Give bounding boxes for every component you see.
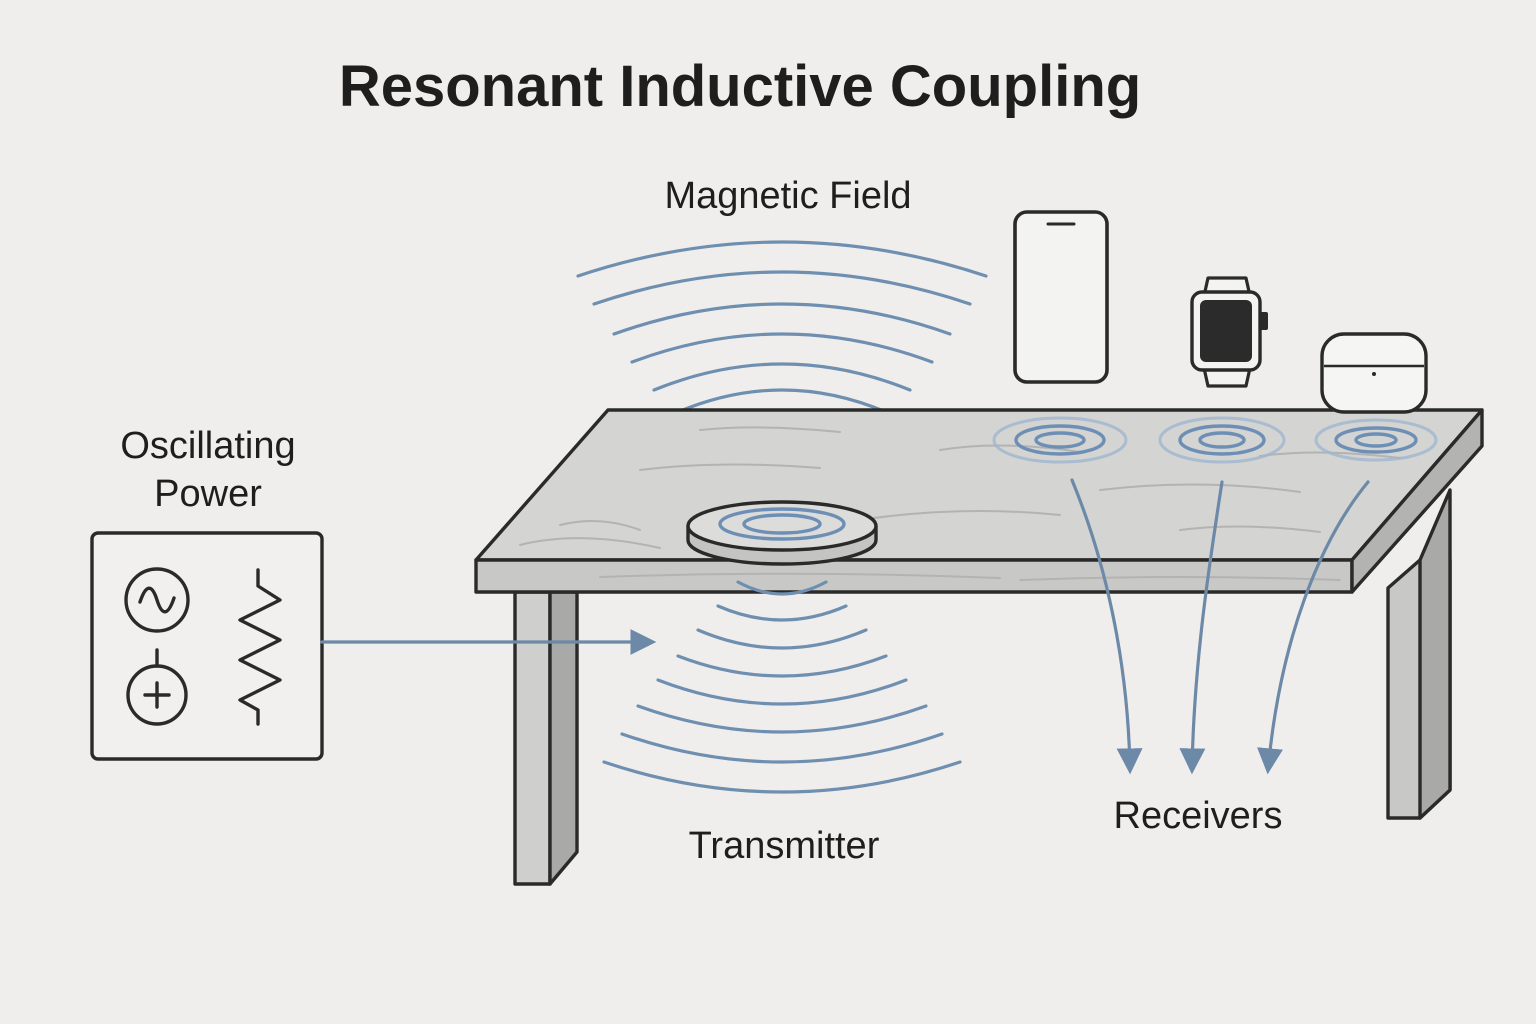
field-arc-lower [636,704,928,734]
lower-field-lines [602,580,962,794]
table-side-edge [1350,408,1484,594]
field-arc-lower [716,604,848,622]
field-arc-upper [652,362,912,392]
watch-flow-arrow [1179,480,1224,775]
dc-source-icon [126,648,188,726]
phone-flow-arrow [1070,478,1143,775]
field-arc-lower [736,580,828,596]
field-arc-upper [592,270,972,306]
watch-receiver-coil [1158,416,1286,464]
field-arc-upper [612,302,952,336]
table-legs [513,488,1452,886]
pad-coil-outer [718,507,846,541]
earbuds-flow-arrow [1257,480,1370,775]
wood-grain [519,426,1401,581]
earbuds-receiver-coil [1314,418,1438,462]
front-left-leg-side [548,590,579,886]
table [474,408,1484,594]
smartphone-icon [1013,210,1109,384]
phone-receiver-coil [992,416,1128,464]
page-title: Resonant Inductive Coupling [339,54,1141,119]
front-left-leg [513,590,552,886]
magnetic-field-label: Magnetic Field [664,175,911,217]
field-arc-lower [676,654,888,678]
oscillating-power-label-line2: Power [154,473,262,515]
ac-source-icon [124,567,190,633]
field-arc-lower [602,760,962,794]
field-arc-upper [676,388,888,414]
receiver-coils [992,416,1438,464]
power-source-box [90,531,324,761]
receiver-arrows [1070,478,1370,775]
field-arc-lower [656,678,908,706]
receivers-label: Receivers [1114,795,1283,837]
pad-coil-inner [742,513,822,535]
transmitter-pad [686,500,878,566]
field-arc-upper [576,240,988,278]
field-arc-lower [696,628,868,650]
earbuds-case-icon [1320,332,1428,414]
field-arc-upper [630,332,934,364]
transmitter-label: Transmitter [689,825,880,867]
field-arc-lower [620,732,944,764]
oscillating-power-label-line1: Oscillating [120,425,295,467]
upper-field-lines [576,240,988,492]
back-right-leg-side [1418,488,1452,820]
smartwatch-icon [1190,276,1268,388]
resistor-icon [238,568,282,726]
